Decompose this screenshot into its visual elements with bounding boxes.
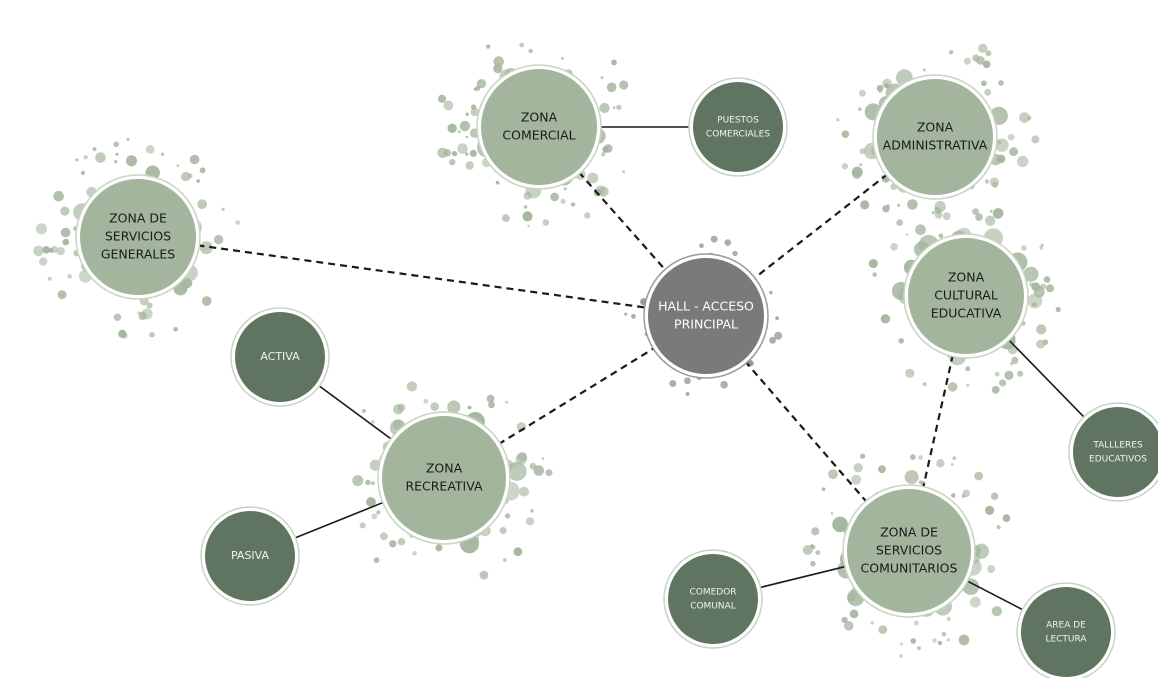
comunitarios-to-comedor-connector <box>758 565 847 589</box>
node-activa-label-1: ACTIVA <box>260 350 300 363</box>
cultural-to-talleres-connector <box>1007 338 1086 419</box>
node-talleres-label-2: EDUCATIVOS <box>1089 455 1147 465</box>
node-cultural-label-2: CULTURAL <box>934 288 998 303</box>
node-lectura-label-2: LECTURA <box>1045 635 1087 645</box>
node-recreativa-label-1: ZONA <box>426 461 463 476</box>
node-puestos: PUESTOS COMERCIALES <box>688 77 788 177</box>
node-comunitarios-label-2: SERVICIOS <box>876 543 942 558</box>
node-generales-label-2: SERVICIOS <box>105 229 171 244</box>
node-talleres-label-1: TALLLERES <box>1092 441 1143 451</box>
node-generales: ZONA DE SERVICIOS GENERALES <box>75 174 201 300</box>
node-generales-label-1: ZONA DE <box>109 211 167 226</box>
node-comercial-label-1: ZONA <box>521 110 558 125</box>
comunitarios-to-hall-connector <box>744 360 869 504</box>
node-administrativa-label-1: ZONA <box>917 120 954 135</box>
recreativa-to-activa-connector <box>317 384 393 441</box>
node-hall-label-2: PRINCIPAL <box>674 317 738 332</box>
node-recreativa-circle <box>382 416 506 540</box>
node-generales-label-3: GENERALES <box>101 247 175 262</box>
node-pasiva: PASIVA <box>200 506 300 606</box>
node-comedor-label-1: COMEDOR <box>689 588 736 598</box>
node-puestos-circle <box>693 82 783 172</box>
node-talleres-circle <box>1073 407 1158 497</box>
node-lectura-label-1: AREA DE <box>1046 621 1086 631</box>
node-lectura: AREA DE LECTURA <box>1016 582 1116 678</box>
node-recreativa-label-2: RECREATIVA <box>405 479 483 494</box>
node-comedor-circle <box>668 554 758 644</box>
node-puestos-label-2: COMERCIALES <box>706 130 770 140</box>
node-comercial-circle <box>481 69 597 185</box>
node-generales-circle <box>80 179 196 295</box>
node-administrativa-label-2: ADMINISTRATIVA <box>883 138 988 153</box>
node-activa: ACTIVA <box>230 307 330 407</box>
recreativa-to-hall-connector <box>497 346 656 446</box>
node-recreativa: ZONA RECREATIVA <box>377 411 511 545</box>
connection-layer <box>197 126 1086 612</box>
node-administrativa: ZONA ADMINISTRATIVA <box>872 74 998 200</box>
comercial-to-hall-connector <box>577 171 668 272</box>
node-comunitarios: ZONA DE SERVICIOS COMUNITARIOS <box>842 484 976 618</box>
node-puestos-label-1: PUESTOS <box>717 116 759 126</box>
node-lectura-circle <box>1021 587 1111 677</box>
node-comunitarios-label-3: COMUNITARIOS <box>861 561 958 576</box>
node-cultural-circle <box>908 238 1024 354</box>
node-hall-circle <box>648 258 764 374</box>
node-hall-label-1: HALL - ACCESO <box>658 299 754 314</box>
node-cultural: ZONA CULTURAL EDUCATIVA <box>903 233 1029 359</box>
node-cultural-label-1: ZONA <box>948 270 985 285</box>
node-cultural-label-3: EDUCATIVA <box>931 306 1002 321</box>
node-comercial-label-2: COMERCIAL <box>502 128 575 143</box>
cultural-to-comunitarios-connector <box>921 354 954 489</box>
node-pasiva-label-1: PASIVA <box>231 549 270 562</box>
node-hall: HALL - ACCESO PRINCIPAL <box>643 253 769 379</box>
node-comedor-label-2: COMUNAL <box>690 602 736 612</box>
node-comunitarios-circle <box>847 489 971 613</box>
node-activa-circle <box>235 312 325 402</box>
recreativa-to-pasiva-connector <box>293 501 385 540</box>
node-pasiva-circle <box>205 511 295 601</box>
generales-to-hall-connector <box>197 244 647 309</box>
node-layer: HALL - ACCESO PRINCIPAL ZONA COMERCIAL ZONA A… <box>75 64 1158 678</box>
node-comunitarios-label-1: ZONA DE <box>880 525 938 540</box>
node-comedor: COMEDOR COMUNAL <box>663 549 763 649</box>
node-administrativa-circle <box>877 79 993 195</box>
node-comercial: ZONA COMERCIAL <box>476 64 602 190</box>
comunitarios-to-lectura-connector <box>965 579 1025 612</box>
administrativa-to-hall-connector <box>752 173 889 280</box>
node-talleres: TALLLERES EDUCATIVOS <box>1068 402 1158 502</box>
